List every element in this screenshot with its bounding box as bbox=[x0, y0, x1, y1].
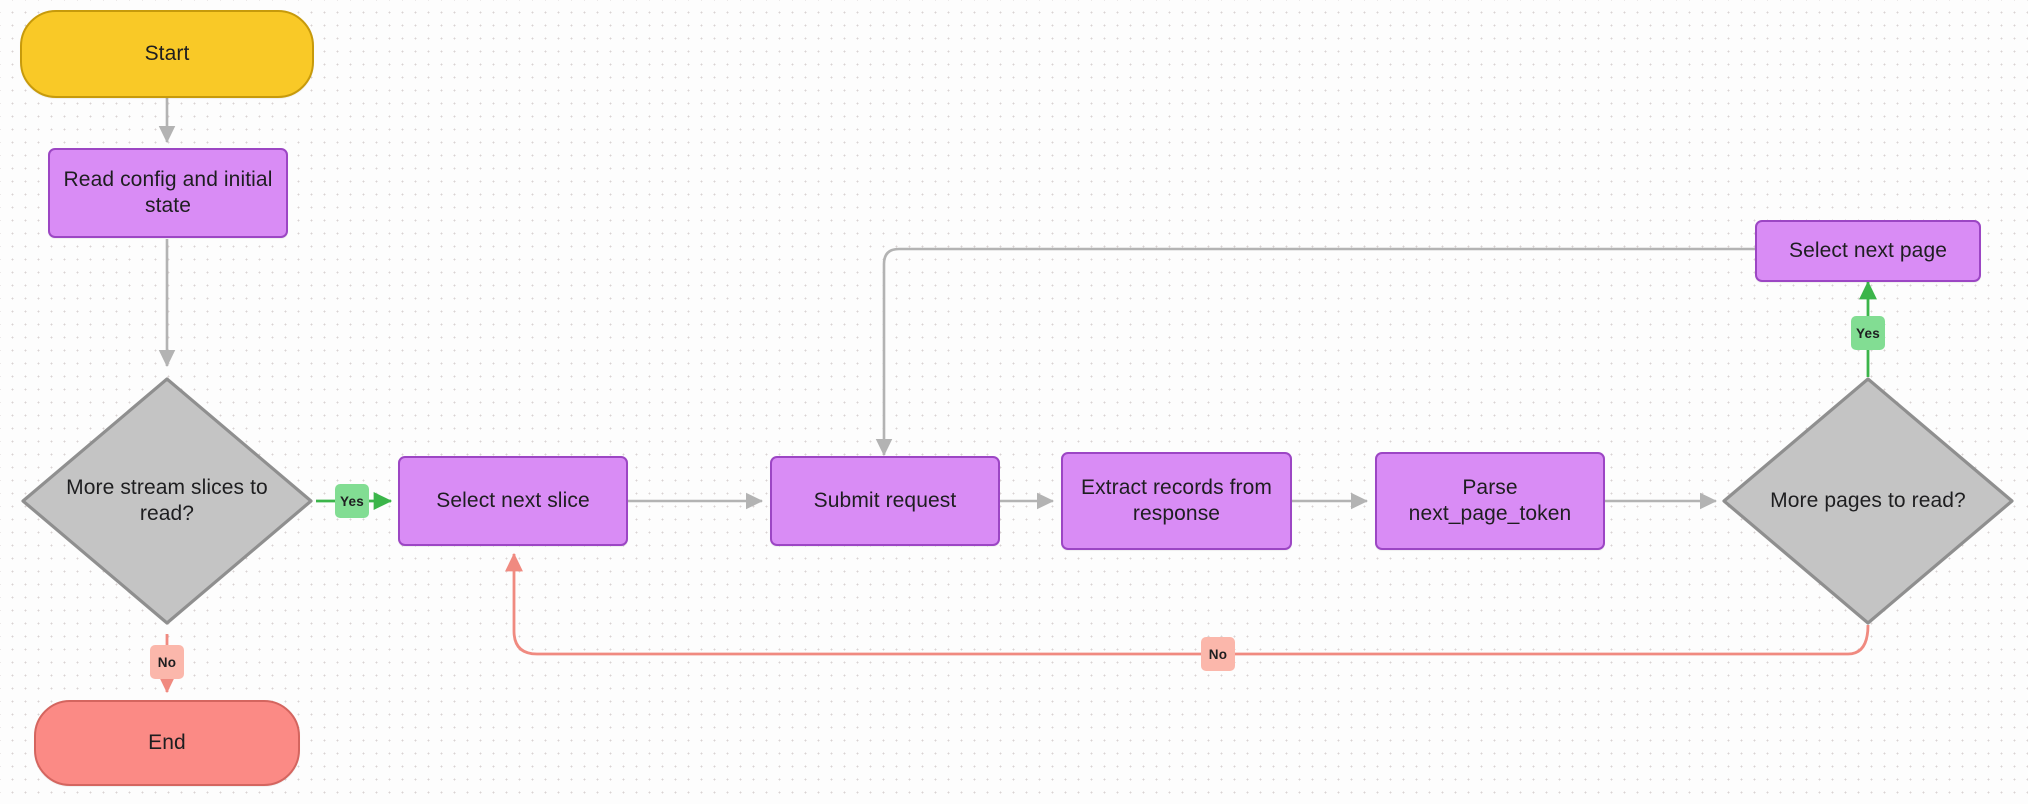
node-more-stream-slices-label: More stream slices to read? bbox=[66, 475, 268, 525]
node-submit-request-label: Submit request bbox=[813, 488, 957, 512]
node-more-pages[interactable]: More pages to read? bbox=[1720, 375, 2016, 627]
edge-select-page-to-submit bbox=[875, 247, 1755, 457]
node-select-next-slice[interactable]: Select next slice bbox=[398, 456, 628, 546]
node-more-stream-slices[interactable]: More stream slices to read? bbox=[19, 375, 315, 627]
node-parse-next-page-token[interactable]: Parse next_page_token bbox=[1375, 452, 1605, 550]
node-start-label: Start bbox=[144, 41, 190, 65]
diamond-shape bbox=[21, 377, 313, 625]
edge-label-pages-no[interactable]: No bbox=[1201, 637, 1235, 671]
edge-label-pages-yes-text: Yes bbox=[1856, 325, 1880, 341]
edge-label-slices-no-text: No bbox=[157, 654, 177, 670]
node-select-next-page-label: Select next page bbox=[1788, 238, 1948, 262]
edge-label-slices-yes[interactable]: Yes bbox=[335, 484, 369, 518]
edge-more-pages-no-to-select-slice bbox=[505, 552, 1870, 656]
node-select-next-slice-label: Select next slice bbox=[436, 488, 590, 512]
edge-label-slices-yes-text: Yes bbox=[340, 493, 364, 509]
node-extract-records-label: Extract records from response bbox=[1080, 475, 1273, 525]
edge-label-slices-no[interactable]: No bbox=[150, 645, 184, 679]
node-more-pages-label: More pages to read? bbox=[1770, 488, 1966, 512]
node-extract-records[interactable]: Extract records from response bbox=[1061, 452, 1292, 550]
node-end-label: End bbox=[148, 730, 186, 754]
node-read-config-label: Read config and initial state bbox=[63, 167, 273, 217]
node-submit-request[interactable]: Submit request bbox=[770, 456, 1000, 546]
node-read-config[interactable]: Read config and initial state bbox=[48, 148, 288, 238]
node-select-next-page[interactable]: Select next page bbox=[1755, 220, 1981, 282]
node-start[interactable]: Start bbox=[20, 10, 314, 98]
edge-label-pages-no-text: No bbox=[1208, 646, 1228, 662]
node-parse-next-page-token-label: Parse next_page_token bbox=[1408, 475, 1572, 525]
node-end[interactable]: End bbox=[34, 700, 300, 786]
edge-label-pages-yes[interactable]: Yes bbox=[1851, 316, 1885, 350]
